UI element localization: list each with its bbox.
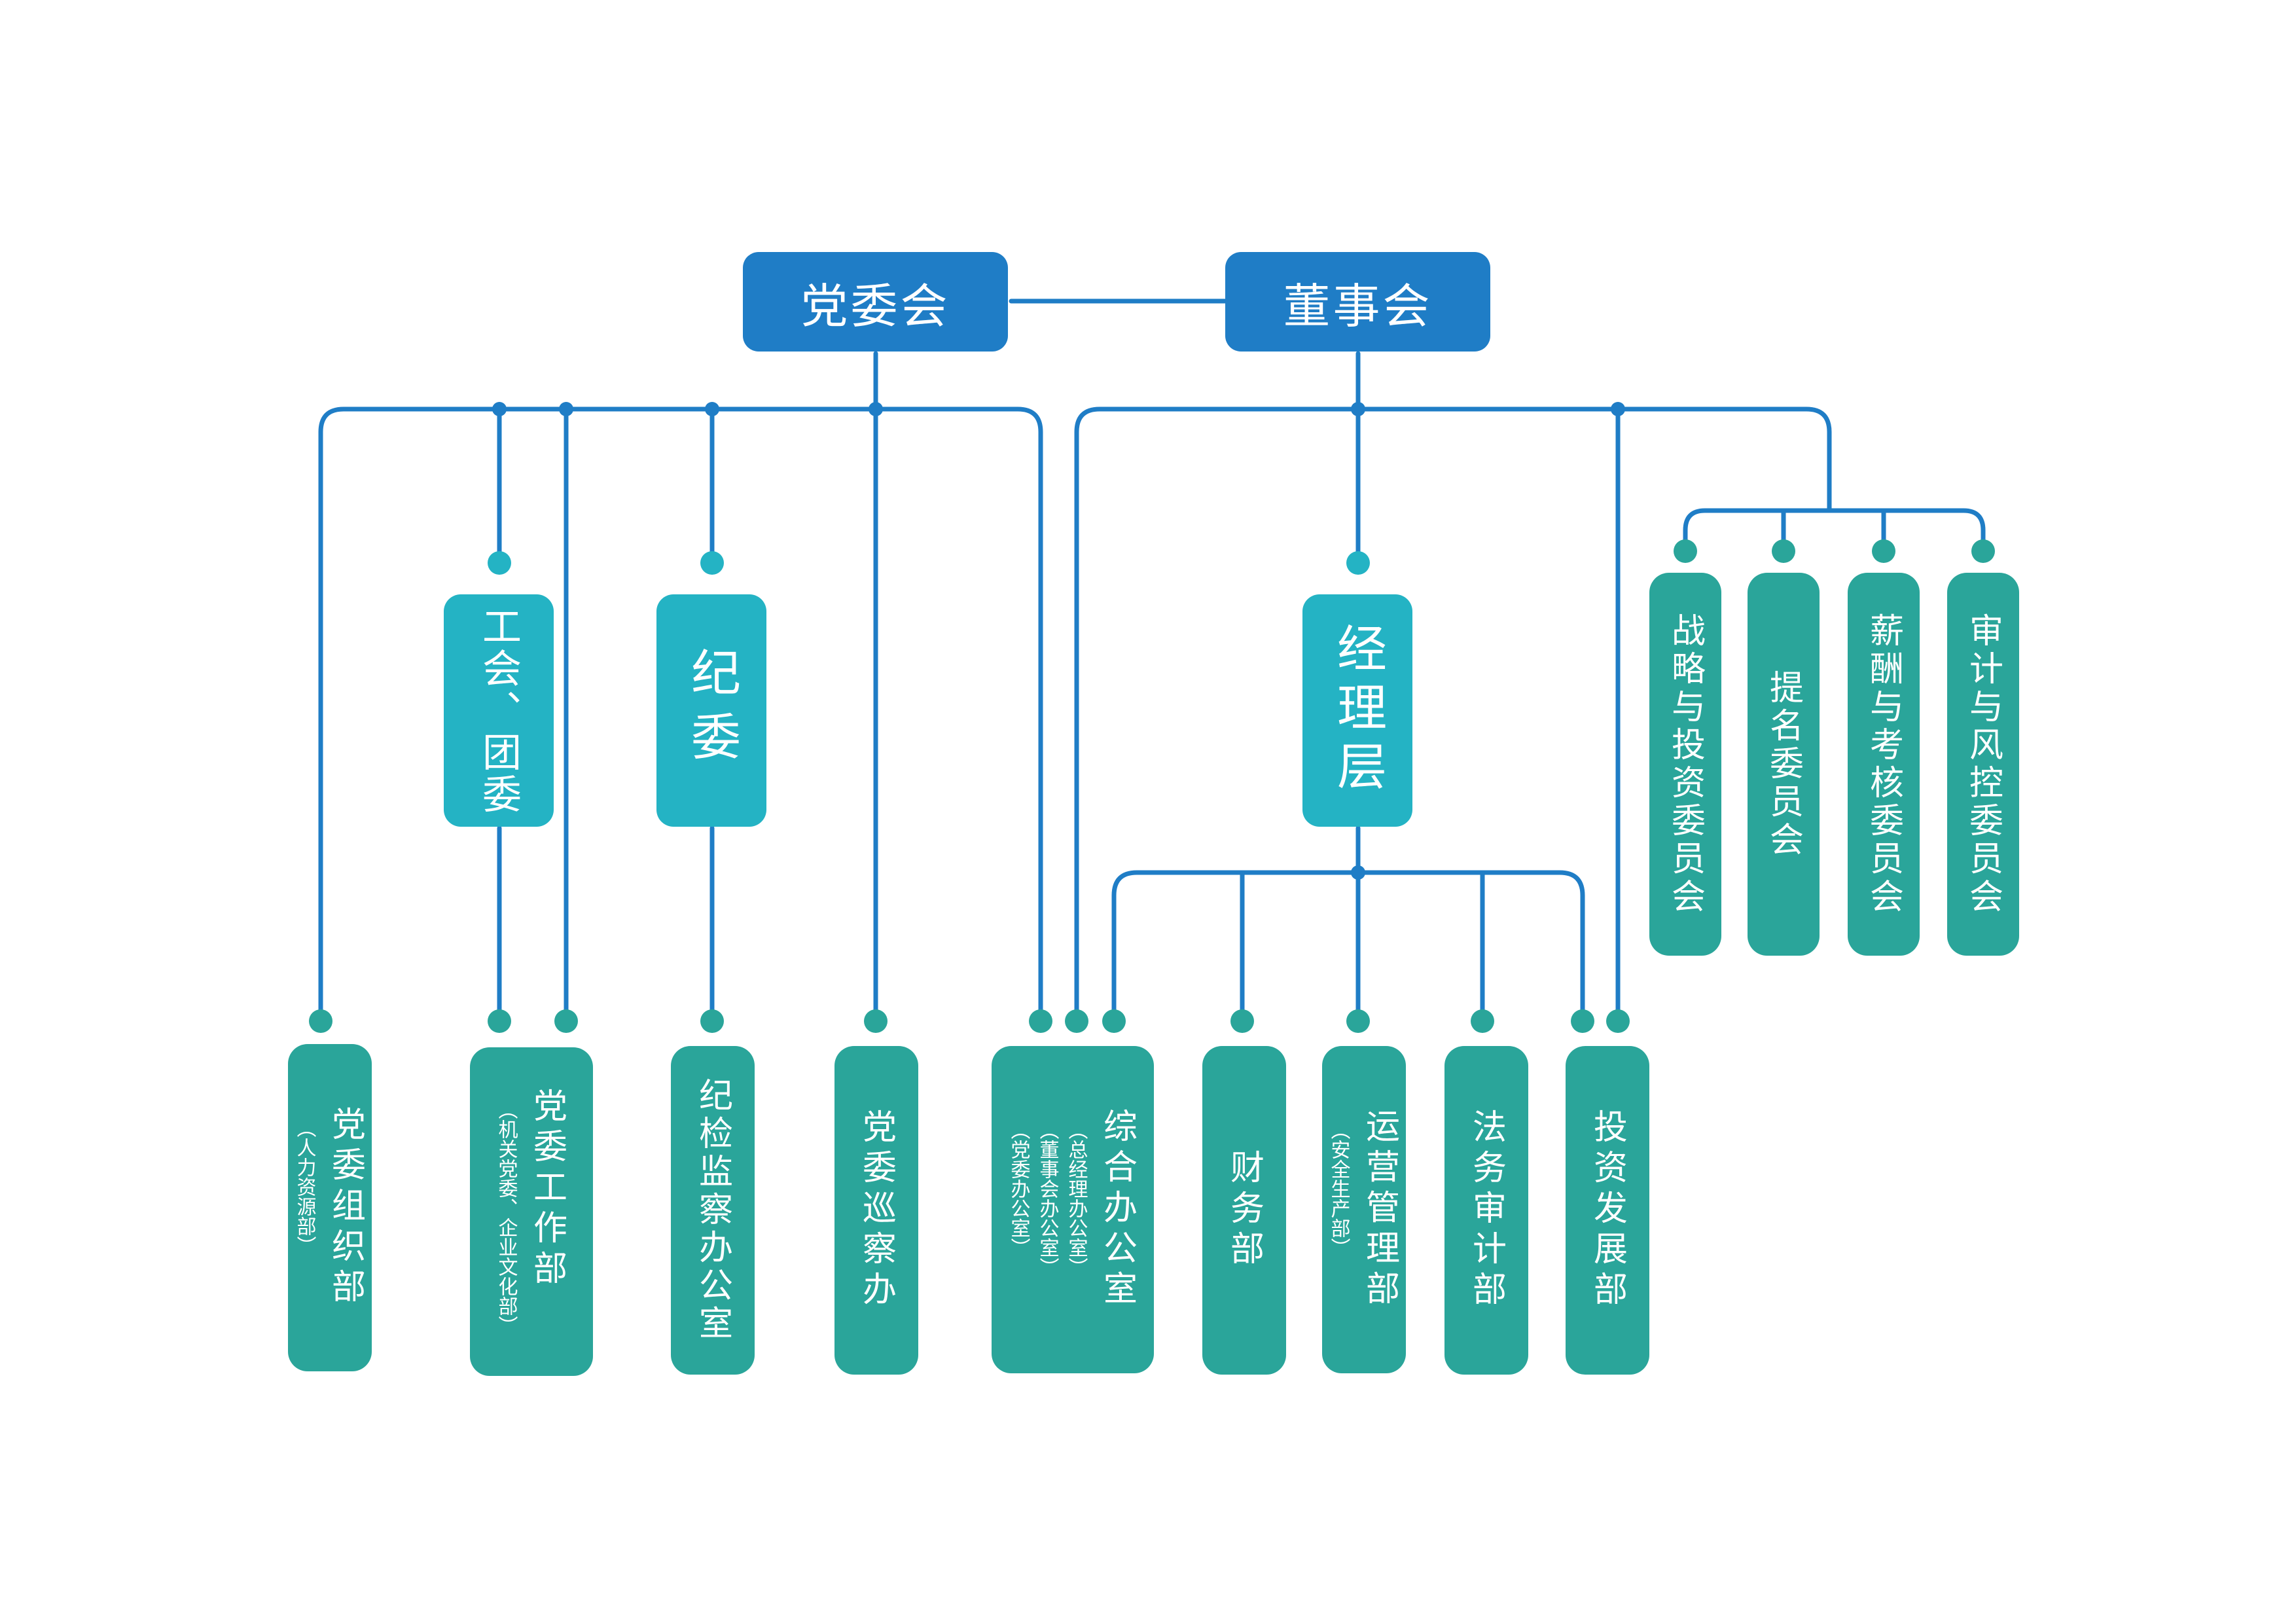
- dept-work-label: 党委工作部: [527, 1088, 567, 1291]
- dept-operations-text: 运营管理部 （安全生产部）: [1324, 1108, 1405, 1311]
- union-node: 工会、团委: [444, 594, 554, 827]
- committee-audit: 审计与风控委员会: [1947, 573, 2019, 956]
- dept-operations-label: 运营管理部: [1359, 1108, 1399, 1311]
- dept-work-text: 党委工作部 （机关党委、企业文化部）: [492, 1088, 572, 1335]
- dept-general-office-note-3: （党委办公室）: [1007, 1120, 1030, 1257]
- dept-finance-label: 财务部: [1224, 1149, 1264, 1271]
- committee-strategy-label: 战略与投资委员会: [1665, 612, 1705, 916]
- discipline-node: 纪委: [656, 594, 766, 827]
- dept-general-office-text: 综合办公室 （总经理办公室） （董事会办公室） （党委办公室）: [1004, 1108, 1142, 1311]
- dept-general-office-label: 综合办公室: [1097, 1108, 1137, 1311]
- dept-finance: 财务部: [1202, 1046, 1286, 1375]
- board-node: 董事会: [1225, 252, 1490, 352]
- dept-inspection-label: 党委巡察办: [856, 1109, 896, 1312]
- dept-org-label: 党委组织部: [325, 1106, 365, 1309]
- dept-operations-note: （安全生产部）: [1327, 1120, 1350, 1257]
- dept-discipline-office-label: 纪检监察办公室: [692, 1077, 732, 1343]
- dept-legal: 法务审计部: [1444, 1046, 1528, 1375]
- party-committee-label: 党委会: [800, 278, 950, 334]
- management-label: 经理层: [1329, 622, 1387, 799]
- discipline-label: 纪委: [683, 646, 741, 775]
- dept-general-office-note-2: （董事会办公室）: [1035, 1120, 1059, 1277]
- management-node: 经理层: [1302, 594, 1412, 827]
- union-label: 工会、团委: [475, 605, 522, 816]
- dept-investment-label: 投资发展部: [1587, 1109, 1627, 1312]
- committee-audit-label: 审计与风控委员会: [1963, 612, 2003, 916]
- dept-general-office: 综合办公室 （总经理办公室） （董事会办公室） （党委办公室）: [992, 1046, 1154, 1373]
- dept-org: 党委组织部 （人力资源部）: [288, 1044, 372, 1371]
- committee-compensation: 薪酬与考核委员会: [1848, 573, 1920, 956]
- board-label: 董事会: [1283, 278, 1433, 334]
- party-committee-node: 党委会: [743, 252, 1008, 352]
- dept-org-text: 党委组织部 （人力资源部）: [290, 1106, 370, 1309]
- dept-inspection: 党委巡察办: [834, 1046, 918, 1375]
- dept-operations: 运营管理部 （安全生产部）: [1322, 1046, 1406, 1373]
- committee-nomination-label: 提名委员会: [1763, 669, 1803, 859]
- committee-strategy: 战略与投资委员会: [1649, 573, 1721, 956]
- dept-discipline-office: 纪检监察办公室: [671, 1046, 755, 1375]
- dept-work: 党委工作部 （机关党委、企业文化部）: [470, 1047, 593, 1376]
- dept-work-note: （机关党委、企业文化部）: [494, 1100, 518, 1335]
- dept-org-note: （人力资源部）: [293, 1118, 316, 1255]
- committee-compensation-label: 薪酬与考核委员会: [1863, 612, 1903, 916]
- dept-general-office-note-1: （总经理办公室）: [1064, 1120, 1088, 1277]
- dept-legal-label: 法务审计部: [1466, 1109, 1506, 1312]
- dept-investment: 投资发展部: [1566, 1046, 1649, 1375]
- committee-nomination: 提名委员会: [1748, 573, 1820, 956]
